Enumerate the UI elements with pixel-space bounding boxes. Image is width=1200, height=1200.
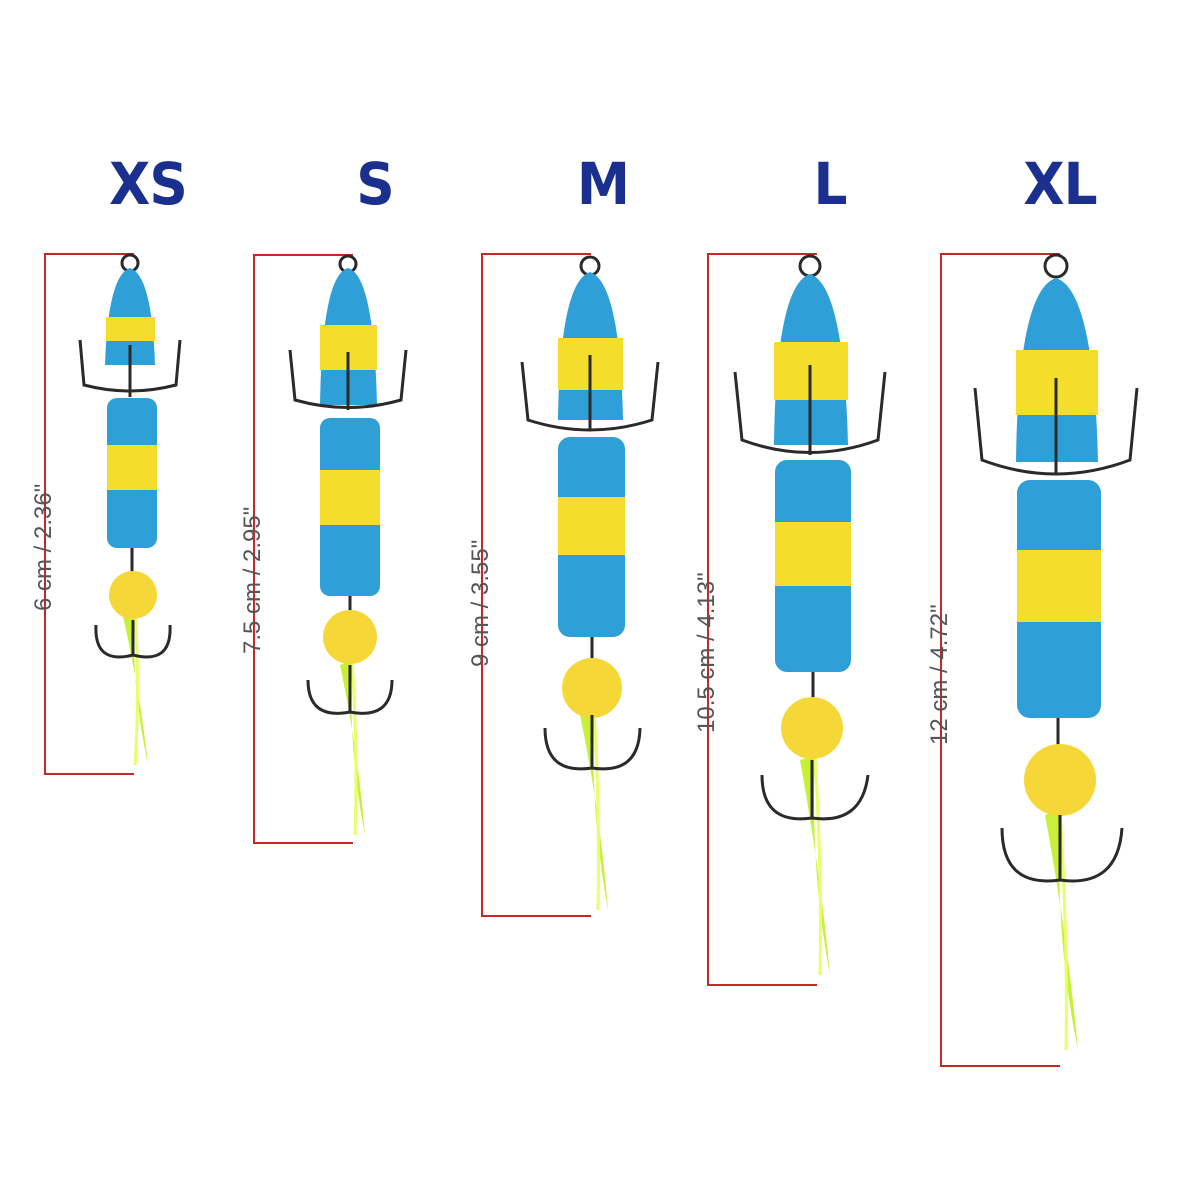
mandula-lure-xl-icon xyxy=(973,253,1139,1051)
size-label-xl: XL xyxy=(1023,150,1097,218)
length-measure-xs: 6 cm / 2.36" xyxy=(30,253,134,775)
mandula-lure-l-icon xyxy=(733,254,887,976)
measure-tick-bottom xyxy=(481,915,591,917)
size-label-s: S xyxy=(356,150,394,218)
measure-tick-top xyxy=(481,253,591,255)
length-measure-l: 10.5 cm / 4.13" xyxy=(693,253,817,986)
measure-line xyxy=(707,253,709,986)
measure-tick-top xyxy=(253,254,353,256)
measure-tick-bottom xyxy=(707,984,817,986)
mandula-lure-s-icon xyxy=(288,254,408,836)
measure-line xyxy=(44,253,46,775)
size-label-m: M xyxy=(576,150,630,218)
size-label-l: L xyxy=(813,150,847,218)
measure-line xyxy=(253,254,255,844)
measure-line xyxy=(940,253,942,1067)
measure-tick-bottom xyxy=(253,842,353,844)
measure-tick-top xyxy=(44,253,134,255)
length-measure-s: 7.5 cm / 2.95" xyxy=(239,254,353,844)
measure-line xyxy=(481,253,483,917)
measure-tick-bottom xyxy=(44,773,134,775)
mandula-lure-xs-icon xyxy=(78,253,182,766)
measure-tick-top xyxy=(707,253,817,255)
length-measure-xl: 12 cm / 4.72" xyxy=(926,253,1060,1067)
measure-tick-top xyxy=(940,253,1060,255)
measure-tick-bottom xyxy=(940,1065,1060,1067)
mandula-lure-m-icon xyxy=(520,255,660,911)
length-measure-m: 9 cm / 3.55" xyxy=(467,253,591,917)
size-label-xs: XS xyxy=(109,150,188,218)
